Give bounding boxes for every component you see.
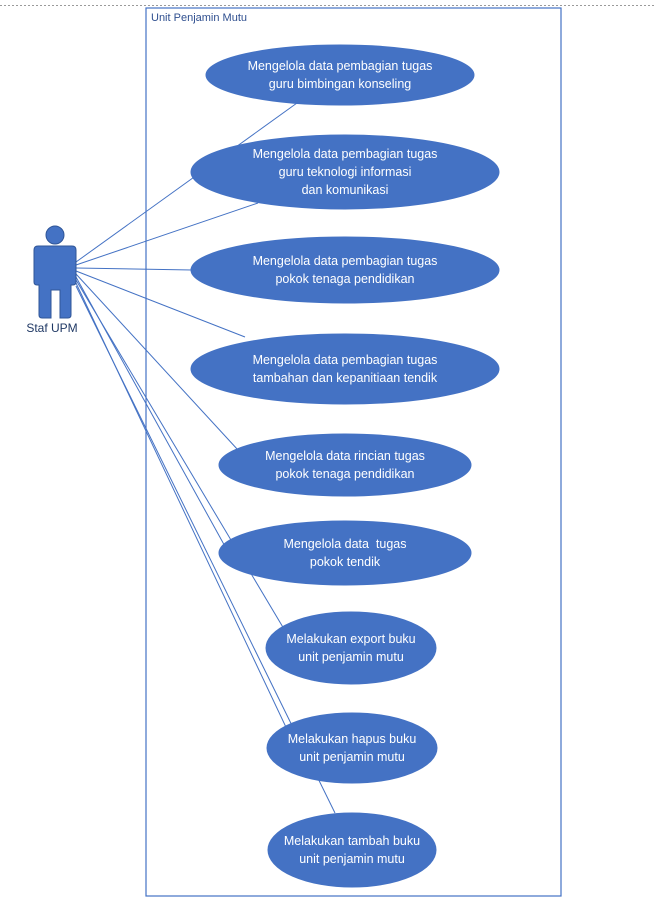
use-case-ellipse xyxy=(218,433,472,497)
use-case: Melakukan hapus buku unit penjamin mutu xyxy=(266,712,438,784)
use-case-label-line: Melakukan export buku xyxy=(286,632,415,646)
use-case-list: Mengelola data pembagian tugas guru bimbi… xyxy=(190,44,500,888)
use-case-label-line: unit penjamin mutu xyxy=(299,750,405,764)
use-case-ellipse xyxy=(190,333,500,405)
use-case-ellipse xyxy=(266,712,438,784)
use-case: Melakukan export buku unit penjamin mutu xyxy=(265,611,437,685)
use-case-label-line: Mengelola data tugas xyxy=(283,537,406,551)
use-case-ellipse xyxy=(218,520,472,586)
actor-body xyxy=(33,245,77,319)
use-case-label-line: Mengelola data pembagian tugas xyxy=(248,59,433,73)
use-case: Mengelola data tugas pokok tendik xyxy=(218,520,472,586)
use-case: Mengelola data pembagian tugas pokok tena… xyxy=(190,236,500,304)
use-case-label-line: Melakukan hapus buku xyxy=(288,732,417,746)
use-case-ellipse xyxy=(267,812,437,888)
system-boundary xyxy=(145,7,562,897)
use-case-label-line: tambahan dan kepanitiaan tendik xyxy=(253,371,438,385)
use-case-ellipse xyxy=(265,611,437,685)
actor-staf-upm: Staf UPM xyxy=(26,225,78,335)
use-case-label-line: Mengelola data rincian tugas xyxy=(265,449,425,463)
actor-label: Staf UPM xyxy=(26,321,77,335)
association-line xyxy=(75,273,239,451)
use-case: Mengelola data rincian tugas pokok tenaga… xyxy=(218,433,472,497)
use-case-label-line: Mengelola data pembagian tugas xyxy=(253,353,438,367)
use-case-label-line: Mengelola data pembagian tugas xyxy=(253,147,438,161)
use-case-label-line: guru bimbingan konseling xyxy=(269,77,412,91)
use-case-ellipse xyxy=(190,236,500,304)
use-case-ellipse xyxy=(205,44,475,106)
association-lines xyxy=(75,102,336,814)
use-case: Melakukan tambah buku unit penjamin mutu xyxy=(267,812,437,888)
association-line xyxy=(75,279,316,682)
use-case: Mengelola data pembagian tugas guru bimbi… xyxy=(205,44,475,106)
use-case-label-line: pokok tenaga pendidikan xyxy=(275,272,414,286)
association-line xyxy=(75,270,246,338)
use-case-label-line: pokok tendik xyxy=(310,555,381,569)
association-line xyxy=(75,267,193,271)
actor-head xyxy=(45,225,65,245)
use-case-label-line: unit penjamin mutu xyxy=(298,650,404,664)
use-case-label-line: unit penjamin mutu xyxy=(299,852,405,866)
use-case-label-line: Mengelola data pembagian tugas xyxy=(253,254,438,268)
use-case-label-line: dan komunikasi xyxy=(302,183,389,197)
association-line xyxy=(75,102,298,263)
use-case: Mengelola data pembagian tugas tambahan d… xyxy=(190,333,500,405)
use-case-ellipse xyxy=(190,134,500,210)
use-case-label-line: guru teknologi informasi xyxy=(279,165,412,179)
association-line xyxy=(75,202,259,266)
system-boundary-title: Unit Penjamin Mutu xyxy=(151,12,247,24)
use-case-label-line: Melakukan tambah buku xyxy=(284,834,420,848)
use-case: Mengelola data pembagian tugas guru tekno… xyxy=(190,134,500,210)
use-case-label-line: pokok tenaga pendidikan xyxy=(275,467,414,481)
